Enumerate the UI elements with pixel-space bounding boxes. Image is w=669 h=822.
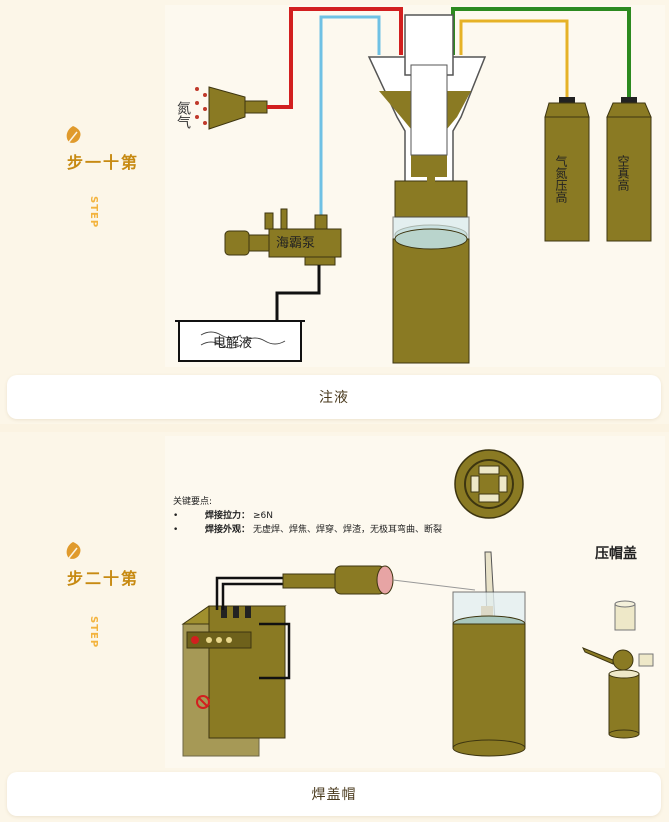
bullet-1-value: ≥6N xyxy=(253,511,273,521)
weld-cable-3 xyxy=(259,622,291,680)
blue-line xyxy=(319,15,381,217)
gas-nozzle xyxy=(195,86,268,130)
step-12-diagram: 关键要点: • 焊接拉力： ≥6N • 焊接外观： 无虚焊、焊焦、焊穿、焊渣，无… xyxy=(165,436,665,768)
electrolyte-label: 电解液 xyxy=(213,336,252,351)
step-11-card: 第十一步 STEP 氮气 xyxy=(7,5,665,419)
step-12-card: 第十二步 STEP 关键要点: • 焊接拉力： ≥6N • 焊接外观： 无虚焊、… xyxy=(0,432,669,822)
step-11-diagram: 氮气 xyxy=(165,5,665,367)
tank-left-label: 气氮压高 xyxy=(554,154,568,204)
weld-cable-2 xyxy=(221,582,289,610)
tank-right xyxy=(606,97,652,242)
welding-machine xyxy=(181,605,287,757)
battery-cell xyxy=(392,171,470,364)
yellow-line xyxy=(459,19,569,97)
welding-diagram: 关键要点: • 焊接拉力： ≥6N • 焊接外观： 无虚焊、焊焦、焊穿、焊渣，无… xyxy=(173,449,654,757)
step-12-caption: 焊盖帽 xyxy=(7,772,661,816)
injection-diagram: 氮气 xyxy=(175,7,652,364)
weld-cable-1 xyxy=(215,576,289,610)
svg-text:•: • xyxy=(173,511,178,521)
pump-label: 海霸泵 xyxy=(276,236,315,251)
step-11-label: 第十一步 xyxy=(64,154,137,172)
gas-label: 氮气 xyxy=(175,101,191,129)
step-12-label: 第十二步 xyxy=(64,570,137,588)
bullet-2-value: 无虚焊、焊焦、焊穿、焊渣，无极耳弯曲、断裂 xyxy=(253,523,442,535)
welding-gun xyxy=(282,565,476,595)
red-gas-line xyxy=(267,7,403,109)
bullet-1-key: 焊接拉力： xyxy=(205,509,250,521)
cap-disc xyxy=(454,449,524,519)
funnel xyxy=(367,14,487,186)
cell-pressed xyxy=(581,600,654,739)
cell-welded xyxy=(452,551,526,757)
tank-left xyxy=(544,97,590,242)
step-11-label-en: STEP xyxy=(88,196,99,229)
press-cap-label: 压帽盖 xyxy=(595,545,637,562)
electrolyte-hose xyxy=(275,265,321,345)
svg-text:•: • xyxy=(173,525,178,535)
leaf-icon xyxy=(66,126,81,143)
step-11-caption: 注液 xyxy=(7,375,661,419)
tank-right-label: 空真高 xyxy=(616,155,630,192)
green-line xyxy=(451,7,631,103)
step-12-label-en: STEP xyxy=(88,616,99,649)
key-points-title: 关键要点: xyxy=(173,495,212,507)
bullet-2-key: 焊接外观： xyxy=(205,523,250,535)
leaf-icon xyxy=(66,542,81,559)
pump xyxy=(224,208,342,266)
electrolyte-tray xyxy=(175,320,305,362)
